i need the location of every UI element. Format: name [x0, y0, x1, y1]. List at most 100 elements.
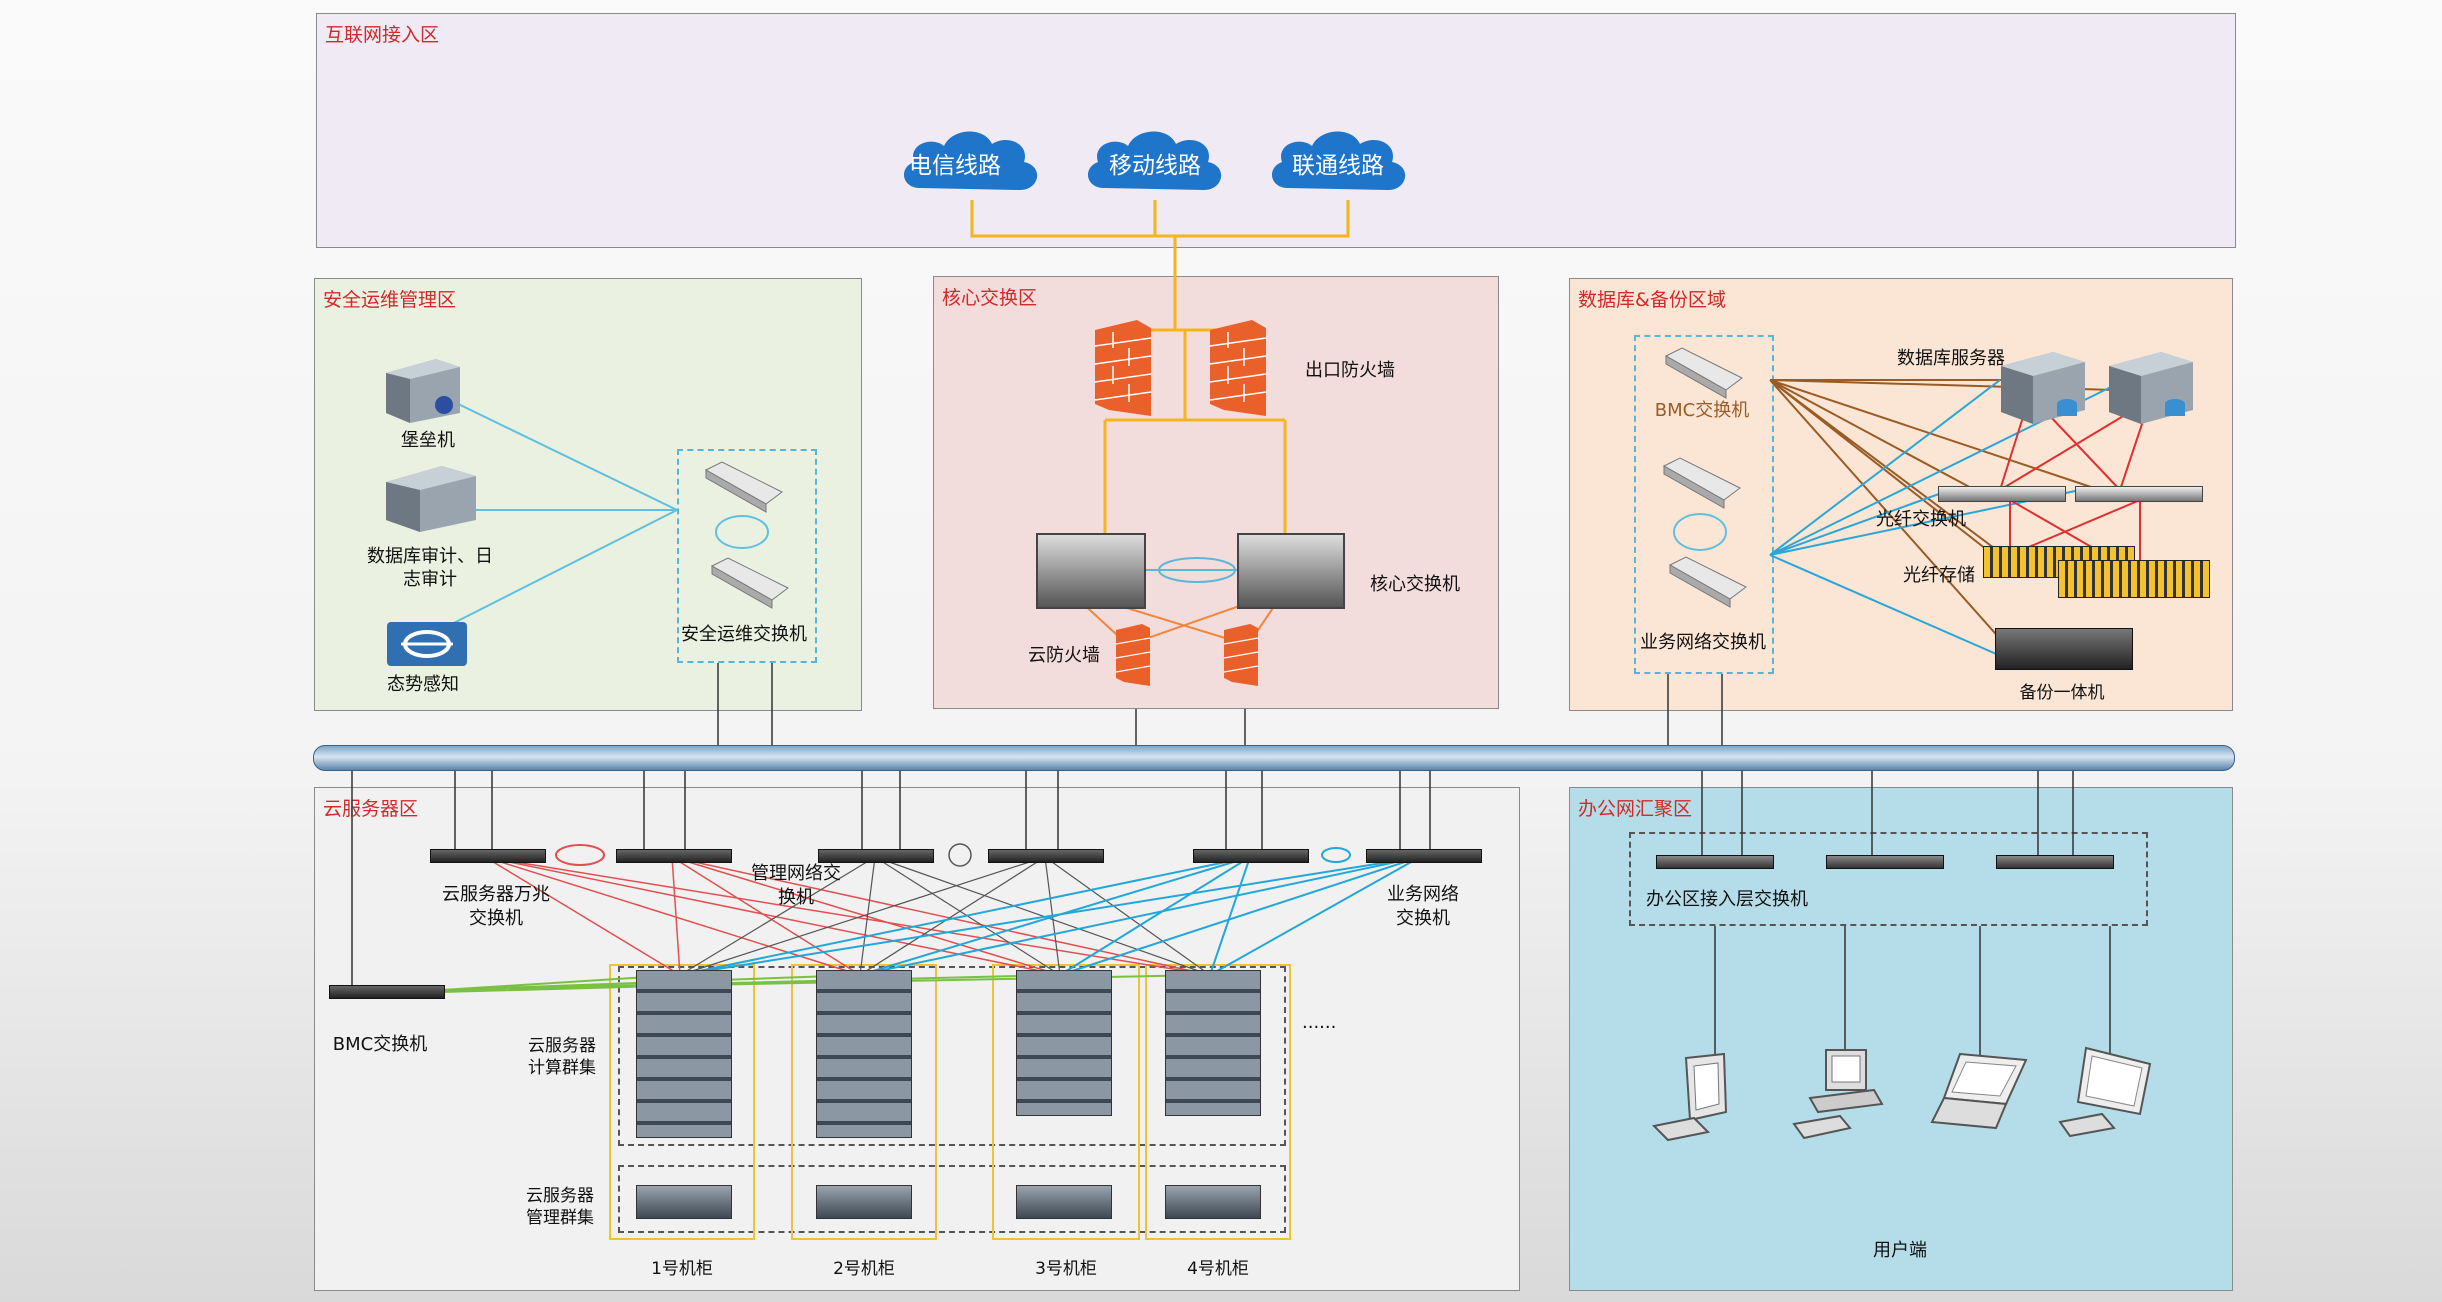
- workstation-icon: [1792, 1049, 1884, 1140]
- rack-switch-icon: [818, 849, 934, 863]
- cloud-10g-switch-label: 云服务器万兆 交换机: [442, 884, 550, 929]
- server-stack-3: [1016, 970, 1112, 1116]
- cloud-label-telecom: 电信线路: [909, 153, 1001, 179]
- backbone-bus: [313, 745, 2235, 771]
- mgmt-cluster-frame: [618, 1165, 1286, 1233]
- switch-icon: [1664, 347, 1743, 399]
- cloud-label-unicom: 联通线路: [1292, 153, 1384, 179]
- switch-icon: [1662, 457, 1741, 509]
- cabinet-3-frame: [992, 964, 1140, 1240]
- core-switch-icon: [1036, 533, 1146, 609]
- backup-appliance-icon: [1995, 628, 2133, 670]
- office-switch-icon: [1996, 855, 2114, 869]
- rack-switch-icon: [430, 849, 546, 863]
- office-client-links: [1714, 926, 2111, 1055]
- more-cabinets-ellipsis: ......: [1302, 1012, 1337, 1033]
- db-fiber-links: [1999, 394, 2151, 576]
- core-switch-label: 核心交换机: [1370, 574, 1460, 595]
- office-switch-group: [1629, 832, 2148, 926]
- wan-links: [970, 200, 1350, 540]
- compute-cluster-label: 云服务器 计算群集: [528, 1036, 596, 1078]
- server-stack-4: [1165, 970, 1261, 1116]
- cloud-biz-switch-label: 业务网络 交换机: [1387, 884, 1459, 929]
- zone-cloud-title: 云服务器区: [323, 798, 419, 820]
- rack-switch-icon: [616, 849, 732, 863]
- zone-database-title: 数据库&备份区域: [1578, 289, 1726, 311]
- mgmt-server-2: [816, 1185, 912, 1219]
- fiber-storage-icon: [2058, 560, 2210, 598]
- db-biz-switch-label: 业务网络交换机: [1640, 632, 1766, 653]
- situation-label: 态势感知: [387, 674, 459, 695]
- server-stack-2: [816, 970, 912, 1138]
- cabinet-2-label: 2号机柜: [833, 1259, 895, 1279]
- office-switch-icon: [1656, 855, 1774, 869]
- situation-awareness-icon: [387, 622, 467, 666]
- cloud-icon: [903, 131, 1038, 190]
- mgmt-server-3: [1016, 1185, 1112, 1219]
- bastion-label: 堡垒机: [401, 430, 455, 451]
- core-switch-icon: [1237, 533, 1345, 609]
- zone-security-title: 安全运维管理区: [323, 289, 457, 311]
- cloud-red-links: [484, 856, 1211, 976]
- security-switch-label: 安全运维交换机: [681, 624, 807, 645]
- cloud-icon: [1271, 131, 1406, 190]
- clients-label: 用户端: [1873, 1240, 1927, 1261]
- firewall-icon: [1209, 320, 1267, 416]
- db-server-label: 数据库服务器: [1897, 348, 2005, 369]
- firewall-icon: [1223, 624, 1259, 686]
- rack-switch-icon: [988, 849, 1104, 863]
- switch-icon: [704, 461, 783, 513]
- zone-internet: 互联网接入区: [316, 13, 2236, 248]
- cabinet-1-frame: [609, 964, 755, 1240]
- exit-firewall-label: 出口防火墙: [1305, 360, 1395, 381]
- db-bmc-switch-label: BMC交换机: [1654, 400, 1750, 421]
- fiber-switch-icon: [2075, 486, 2203, 502]
- cloud-mgmt-switch-label: 管理网络交 换机: [751, 863, 841, 908]
- compute-cluster-frame: [618, 966, 1286, 1146]
- office-switch-icon: [1826, 855, 1944, 869]
- switch-icon: [710, 557, 789, 609]
- switch-icon: [1668, 556, 1747, 608]
- backbone-drops: [351, 663, 2074, 985]
- cabinet-3-label: 3号机柜: [1035, 1259, 1097, 1279]
- cabinet-4-label: 4号机柜: [1187, 1259, 1249, 1279]
- fiber-switch-label: 光纤交换机: [1876, 509, 1966, 530]
- rack-switch-icon: [329, 985, 445, 999]
- cabinet-1-label: 1号机柜: [651, 1259, 713, 1279]
- fiber-switch-icon: [1938, 486, 2066, 502]
- cloud-firewall-label: 云防火墙: [1028, 645, 1100, 666]
- zone-core-title: 核心交换区: [942, 287, 1038, 309]
- db-bmc-links: [1769, 379, 2116, 651]
- backup-label: 备份一体机: [2019, 683, 2105, 703]
- mgmt-cluster-label: 云服务器 管理群集: [526, 1186, 594, 1228]
- cloud-blue-links: [679, 856, 1421, 976]
- cabinet-4-frame: [1145, 964, 1291, 1240]
- cloud-label-mobile: 移动线路: [1109, 153, 1201, 179]
- zone-office: 办公网汇聚区: [1569, 787, 2233, 1291]
- db-switch-group: [1634, 335, 1774, 674]
- fiber-storage-label: 光纤存储: [1903, 565, 1975, 586]
- server-icon: [386, 359, 460, 423]
- laptop-icon: [1930, 1052, 2028, 1130]
- firewall-icon: [1115, 624, 1151, 686]
- security-switch-group: [677, 449, 817, 663]
- mgmt-server-1: [636, 1185, 732, 1219]
- db-server-icon: [2109, 352, 2193, 424]
- security-links: [429, 399, 678, 636]
- audit-label-1: 数据库审计、日 志审计: [367, 546, 493, 590]
- office-access-switch-label: 办公区接入层交换机: [1646, 889, 1808, 910]
- firewall-icon: [1094, 320, 1152, 416]
- db-biz-links: [1769, 379, 2116, 661]
- zone-cloud: 云服务器区: [314, 787, 1520, 1291]
- cloud-icon: [1087, 131, 1222, 190]
- server-stack-1: [636, 970, 732, 1138]
- server-icon: [386, 466, 476, 532]
- rack-switch-icon: [1366, 849, 1482, 863]
- core-cross-links: [1067, 589, 1286, 646]
- rack-switch-icon: [1193, 849, 1309, 863]
- monitor-icon: [2058, 1046, 2152, 1138]
- cabinet-2-frame: [791, 964, 937, 1240]
- mgmt-server-4: [1165, 1185, 1261, 1219]
- zone-internet-title: 互联网接入区: [325, 24, 440, 46]
- zone-office-title: 办公网汇聚区: [1578, 798, 1693, 820]
